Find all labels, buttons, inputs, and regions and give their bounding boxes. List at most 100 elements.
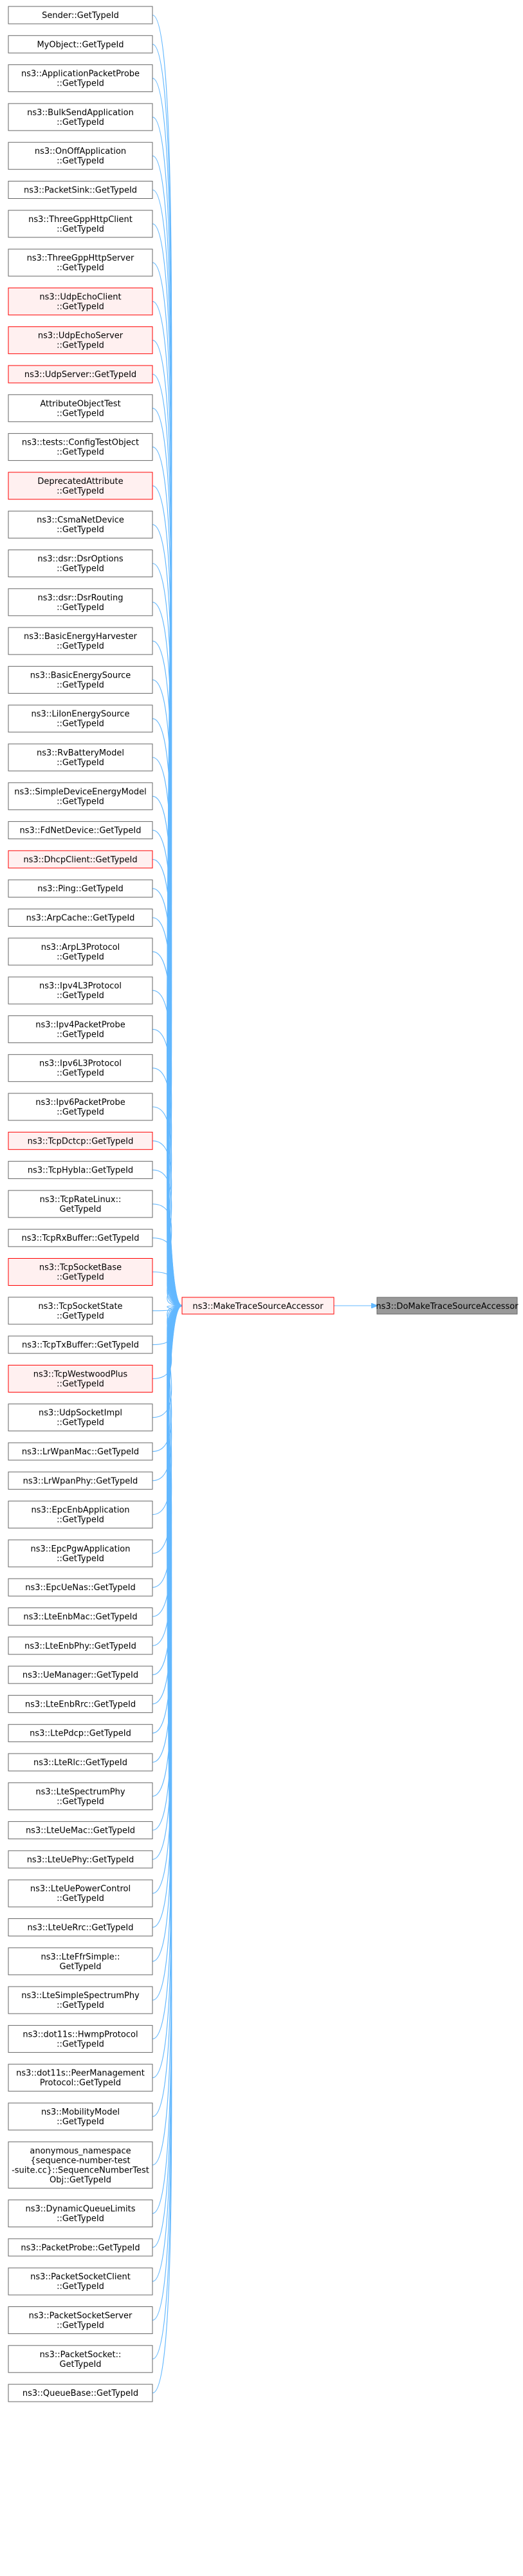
caller-node[interactable]: ns3::UdpSocketImpl::GetTypeId <box>8 1404 153 1432</box>
caller-node-label-line: -suite.cc}::SequenceNumberTest <box>12 2165 149 2175</box>
caller-node[interactable]: ns3::PacketSocketClient::GetTypeId <box>8 2267 153 2295</box>
caller-node-label-line: ns3::LteUePowerControl <box>30 1884 131 1894</box>
caller-node[interactable]: DeprecatedAttribute::GetTypeId <box>8 472 153 500</box>
caller-node-label: AttributeObjectTest::GetTypeId <box>40 399 120 418</box>
caller-node[interactable]: ns3::TcpRateLinux::GetTypeId <box>8 1190 153 1218</box>
caller-node[interactable]: ns3::LteEnbPhy::GetTypeId <box>8 1636 153 1655</box>
caller-node[interactable]: ns3::LrWpanPhy::GetTypeId <box>8 1471 153 1490</box>
caller-node[interactable]: ns3::CsmaNetDevice::GetTypeId <box>8 510 153 539</box>
caller-node-box <box>8 627 153 655</box>
caller-node[interactable]: ns3::LteEnbRrc::GetTypeId <box>8 1694 153 1713</box>
caller-node[interactable]: ns3::ThreeGppHttpClient::GetTypeId <box>8 210 153 238</box>
caller-node[interactable]: ns3::LteUePhy::GetTypeId <box>8 1850 153 1869</box>
caller-node[interactable]: ns3::ApplicationPacketProbe::GetTypeId <box>8 64 153 93</box>
caller-node[interactable]: MyObject::GetTypeId <box>8 35 153 53</box>
caller-node[interactable]: Sender::GetTypeId <box>8 6 153 24</box>
caller-node[interactable]: ns3::LteUeMac::GetTypeId <box>8 1821 153 1840</box>
caller-node[interactable]: ns3::TcpWestwoodPlus::GetTypeId <box>8 1364 153 1393</box>
caller-node[interactable]: ns3::dot11s::HwmpProtocol::GetTypeId <box>8 2025 153 2053</box>
caller-node[interactable]: ns3::Ipv4PacketProbe::GetTypeId <box>8 1015 153 1043</box>
caller-node-label: ns3::LteSimpleSpectrumPhy::GetTypeId <box>21 1991 140 2010</box>
caller-node[interactable]: ns3::Ipv6PacketProbe::GetTypeId <box>8 1093 153 1121</box>
caller-node-label-line: ::GetTypeId <box>57 1797 104 1806</box>
caller-node-label: ns3::Ipv6PacketProbe::GetTypeId <box>35 1098 125 1117</box>
caller-node-label-line: ::GetTypeId <box>57 525 104 535</box>
caller-node[interactable]: ns3::FdNetDevice::GetTypeId <box>8 821 153 840</box>
target-node[interactable]: ns3::DoMakeTraceSourceAccessor <box>376 1297 518 1315</box>
caller-node[interactable]: ns3::LteUePowerControl::GetTypeId <box>8 1879 153 1907</box>
caller-node[interactable]: ns3::DhcpClient::GetTypeId <box>8 850 153 869</box>
caller-node[interactable]: ns3::LteSimpleSpectrumPhy::GetTypeId <box>8 1986 153 2014</box>
caller-node[interactable]: ns3::Ping::GetTypeId <box>8 879 153 898</box>
caller-node-label: ns3::UdpEchoServer::GetTypeId <box>38 331 124 351</box>
caller-node[interactable]: anonymous_namespace{sequence-number-test… <box>8 2141 153 2189</box>
caller-node[interactable]: ns3::PacketSocketServer::GetTypeId <box>8 2306 153 2334</box>
caller-node[interactable]: ns3::PacketSocket::GetTypeId <box>8 2345 153 2373</box>
caller-node[interactable]: ns3::TcpSocketState::GetTypeId <box>8 1297 153 1325</box>
caller-node-label-line: ns3::dsr::DsrRouting <box>38 593 124 603</box>
caller-node[interactable]: ns3::LteRlc::GetTypeId <box>8 1753 153 1772</box>
caller-node[interactable]: ns3::UdpEchoClient::GetTypeId <box>8 287 153 315</box>
call-edge <box>152 1306 182 1515</box>
caller-node[interactable]: ns3::PacketProbe::GetTypeId <box>8 2238 153 2257</box>
caller-node[interactable]: AttributeObjectTest::GetTypeId <box>8 394 153 422</box>
caller-node[interactable]: ns3::ThreeGppHttpServer::GetTypeId <box>8 248 153 277</box>
caller-node-box <box>8 1578 153 1597</box>
call-edge <box>152 1271 182 1306</box>
caller-node-box <box>8 743 153 772</box>
caller-node[interactable]: ns3::SimpleDeviceEnergyModel::GetTypeId <box>8 782 153 810</box>
caller-node[interactable]: ns3::BulkSendApplication::GetTypeId <box>8 103 153 131</box>
caller-node-label-line: ns3::PacketSink::GetTypeId <box>24 186 137 196</box>
caller-node[interactable]: ns3::LiIonEnergySource::GetTypeId <box>8 705 153 733</box>
caller-node[interactable]: ns3::TcpTxBuffer::GetTypeId <box>8 1335 153 1354</box>
caller-node[interactable]: ns3::PacketSink::GetTypeId <box>8 181 153 199</box>
caller-node[interactable]: ns3::TcpRxBuffer::GetTypeId <box>8 1228 153 1247</box>
caller-node[interactable]: ns3::dsr::DsrOptions::GetTypeId <box>8 550 153 577</box>
caller-node[interactable]: ns3::LteUeRrc::GetTypeId <box>8 1918 153 1936</box>
caller-node[interactable]: ns3::Ipv6L3Protocol::GetTypeId <box>8 1054 153 1082</box>
caller-node-label: ns3::LteUeMac::GetTypeId <box>26 1826 135 1836</box>
caller-node-label-line: DeprecatedAttribute <box>37 477 123 486</box>
caller-node-label-line: ns3::ApplicationPacketProbe <box>21 69 140 79</box>
caller-node-label-line: ns3::LteFfrSimple:: <box>41 1952 120 1962</box>
caller-node-label-line: ns3::LteUeRrc::GetTypeId <box>27 1923 133 1933</box>
caller-node[interactable]: ns3::LtePdcp::GetTypeId <box>8 1724 153 1743</box>
caller-node[interactable]: ns3::LteSpectrumPhy::GetTypeId <box>8 1782 153 1810</box>
caller-node[interactable]: ns3::EpcEnbApplication::GetTypeId <box>8 1501 153 1529</box>
caller-node[interactable]: ns3::BasicEnergyHarvester::GetTypeId <box>8 627 153 655</box>
caller-node-label-line: ns3::Ipv4PacketProbe <box>35 1020 125 1030</box>
caller-node[interactable]: ns3::BasicEnergySource::GetTypeId <box>8 665 153 694</box>
caller-node[interactable]: ns3::TcpHybla::GetTypeId <box>8 1161 153 1180</box>
caller-node[interactable]: ns3::LteFfrSimple::GetTypeId <box>8 1947 153 1976</box>
caller-node[interactable]: ns3::TcpDctcp::GetTypeId <box>8 1131 153 1150</box>
caller-node[interactable]: ns3::UdpEchoServer::GetTypeId <box>8 326 153 355</box>
caller-node-box <box>8 1093 153 1121</box>
caller-node[interactable]: ns3::ArpCache::GetTypeId <box>8 909 153 927</box>
caller-node-label: ns3::dsr::DsrRouting::GetTypeId <box>38 593 124 613</box>
caller-node-label-line: ns3::TcpSocketState <box>38 1302 122 1311</box>
caller-node[interactable]: ns3::DynamicQueueLimits::GetTypeId <box>8 2200 153 2228</box>
caller-node[interactable]: ns3::LteEnbMac::GetTypeId <box>8 1608 153 1626</box>
caller-node[interactable]: ns3::UdpServer::GetTypeId <box>8 365 153 384</box>
caller-node[interactable]: ns3::TcpSocketBase::GetTypeId <box>8 1258 153 1286</box>
caller-node[interactable]: ns3::OnOffApplication::GetTypeId <box>8 142 153 170</box>
caller-node[interactable]: ns3::dsr::DsrRouting::GetTypeId <box>8 588 153 616</box>
caller-node-label-line: ns3::LteSimpleSpectrumPhy <box>21 1991 140 2001</box>
caller-node[interactable]: ns3::LrWpanMac::GetTypeId <box>8 1442 153 1461</box>
caller-node-label: ns3::LrWpanPhy::GetTypeId <box>23 1476 138 1486</box>
caller-node-box <box>8 1879 153 1907</box>
caller-node[interactable]: ns3::RvBatteryModel::GetTypeId <box>8 743 153 772</box>
caller-node[interactable]: ns3::EpcPgwApplication::GetTypeId <box>8 1539 153 1568</box>
caller-node[interactable]: ns3::ArpL3Protocol::GetTypeId <box>8 938 153 966</box>
caller-node[interactable]: ns3::MobilityModel::GetTypeId <box>8 2102 153 2131</box>
caller-node-label-line: ::GetTypeId <box>57 2001 104 2010</box>
call-edge <box>152 1306 182 2117</box>
caller-node[interactable]: ns3::EpcUeNas::GetTypeId <box>8 1578 153 1597</box>
caller-node[interactable]: ns3::tests::ConfigTestObject::GetTypeId <box>8 433 153 461</box>
center-node[interactable]: ns3::MakeTraceSourceAccessor <box>181 1297 335 1315</box>
caller-node[interactable]: ns3::UeManager::GetTypeId <box>8 1665 153 1684</box>
caller-node[interactable]: ns3::QueueBase::GetTypeId <box>8 2384 153 2402</box>
caller-node-label: ns3::TcpTxBuffer::GetTypeId <box>22 1340 139 1350</box>
caller-node[interactable]: ns3::Ipv4L3Protocol::GetTypeId <box>8 976 153 1005</box>
